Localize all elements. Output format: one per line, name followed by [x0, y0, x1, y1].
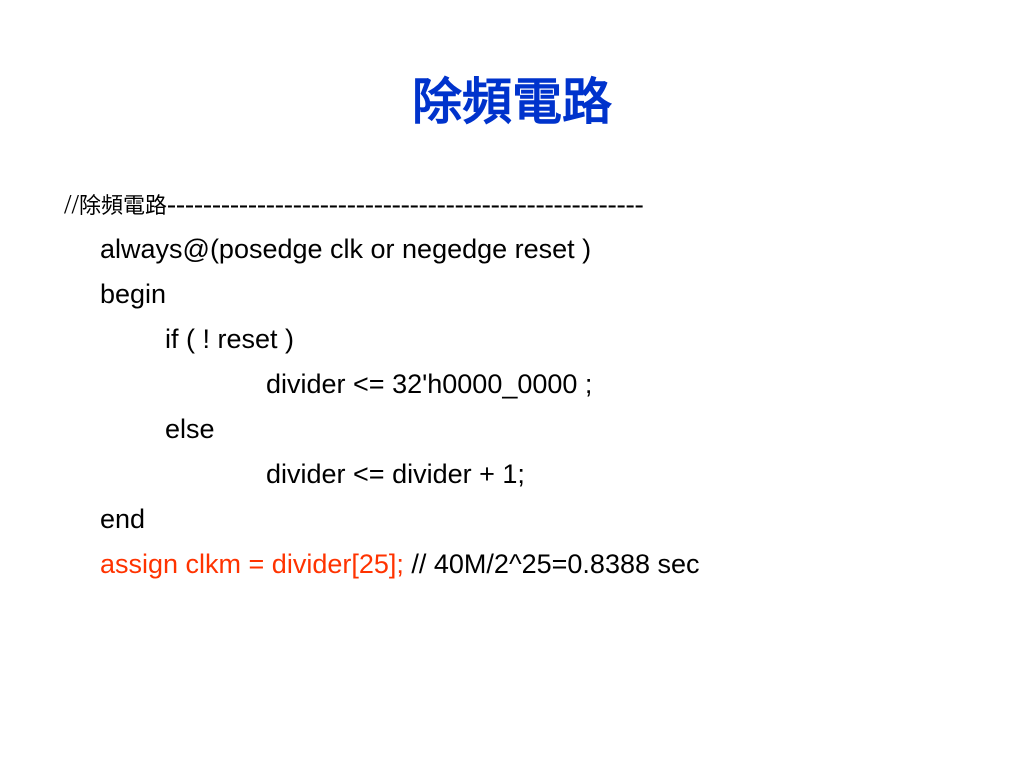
code-line-end: end: [100, 504, 146, 534]
code-line-if: if ( ! reset ): [165, 324, 295, 354]
code-line-always: always@(posedge clk or negedge reset ): [100, 234, 592, 264]
assign-comment: // 40M/2^25=0.8388 sec: [403, 549, 700, 579]
code-line-assign: assign clkm = divider[25]; // 40M/2^25=0…: [100, 546, 700, 582]
code-line-divider-increment: divider <= divider + 1;: [266, 459, 525, 489]
code-comment-line: //除頻電路----------------------------------…: [64, 186, 644, 225]
slide-title: 除頻電路: [412, 72, 612, 131]
code-line-begin: begin: [100, 279, 167, 309]
comment-rule: ----------------------------------------…: [167, 189, 644, 219]
code-line-else: else: [165, 414, 215, 444]
comment-text: 除頻電路: [79, 194, 168, 219]
comment-prefix: //: [64, 189, 80, 219]
assign-statement: assign clkm = divider[25];: [100, 549, 404, 579]
code-line-divider-reset: divider <= 32'h0000_0000 ;: [266, 369, 593, 399]
